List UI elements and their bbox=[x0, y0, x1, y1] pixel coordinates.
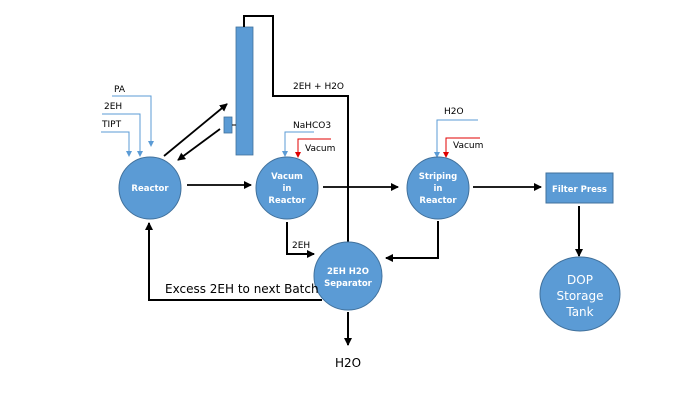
dop-tank-ellipse bbox=[539, 256, 621, 332]
vacum-reactor-circle bbox=[255, 156, 319, 220]
dop-tank-node: DOP Storage Tank bbox=[539, 256, 621, 332]
striping-reactor-line-3: Reactor bbox=[419, 196, 457, 206]
vacum-to-separator-label: 2EH bbox=[292, 241, 310, 251]
striping-reactor-line-1: Striping bbox=[419, 172, 457, 182]
vacum-reactor-node: Vacum in Reactor bbox=[255, 156, 319, 220]
vacum-1-line bbox=[295, 138, 331, 158]
separator-node: 2EH H2O Separator bbox=[313, 241, 383, 311]
column-reboiler bbox=[223, 116, 233, 134]
feed-2eh-label: 2EH bbox=[104, 102, 122, 112]
feed-tipt-line bbox=[101, 131, 132, 157]
separator-line-1: 2EH H2O bbox=[327, 267, 369, 277]
column-overhead-line bbox=[243, 15, 352, 257]
vacum-reactor-line-2: in bbox=[283, 184, 292, 194]
striping-reactor-node: Striping in Reactor bbox=[406, 156, 470, 220]
separator-circle bbox=[313, 241, 383, 311]
feed-tipt-label: TIPT bbox=[101, 120, 122, 130]
feed-2eh-line bbox=[102, 113, 143, 157]
distillation-column bbox=[235, 26, 254, 156]
striping-to-separator-line bbox=[385, 221, 439, 262]
reactor-label: Reactor bbox=[131, 184, 169, 194]
column-overhead-label: 2EH + H2O bbox=[293, 82, 344, 92]
vacum-reactor-line-3: Reactor bbox=[268, 196, 306, 206]
vacum-to-separator-line bbox=[286, 222, 315, 258]
feed-h2o-line bbox=[434, 119, 478, 158]
feed-pa-label: PA bbox=[114, 85, 126, 95]
reactor-node: Reactor bbox=[118, 156, 182, 220]
feed-nahco3-line bbox=[282, 131, 314, 157]
vacum-reactor-line-1: Vacum bbox=[271, 172, 303, 182]
filter-press-label: Filter Press bbox=[552, 185, 607, 195]
feed-h2o-label: H2O bbox=[444, 107, 464, 117]
vacum-1-label: Vacum bbox=[305, 144, 335, 154]
column-to-reactor-arrow bbox=[177, 128, 221, 161]
recycle-line bbox=[145, 222, 322, 301]
dop-tank-line-2: Storage bbox=[557, 289, 604, 303]
recycle-label: Excess 2EH to next Batch bbox=[165, 282, 319, 296]
reactor-circle bbox=[118, 156, 182, 220]
dop-tank-line-1: DOP bbox=[567, 273, 593, 287]
filter-press-box bbox=[545, 172, 614, 204]
feed-pa-line bbox=[112, 95, 154, 147]
dop-tank-line-3: Tank bbox=[565, 305, 593, 319]
reactor-to-column-arrow bbox=[163, 103, 228, 157]
feed-tipt: TIPT bbox=[101, 120, 132, 157]
feed-2eh: 2EH bbox=[102, 102, 143, 157]
separator-line-2: Separator bbox=[324, 279, 373, 289]
striping-reactor-circle bbox=[406, 156, 470, 220]
feed-pa: PA bbox=[112, 85, 154, 147]
separator-out-label: H2O bbox=[335, 356, 361, 370]
feed-nahco3-label: NaHCO3 bbox=[293, 121, 331, 131]
vacum-2-line bbox=[443, 137, 480, 158]
vacum-2-label: Vacum bbox=[453, 141, 483, 151]
striping-reactor-line-2: in bbox=[434, 184, 443, 194]
filter-press-node: Filter Press bbox=[545, 172, 614, 204]
